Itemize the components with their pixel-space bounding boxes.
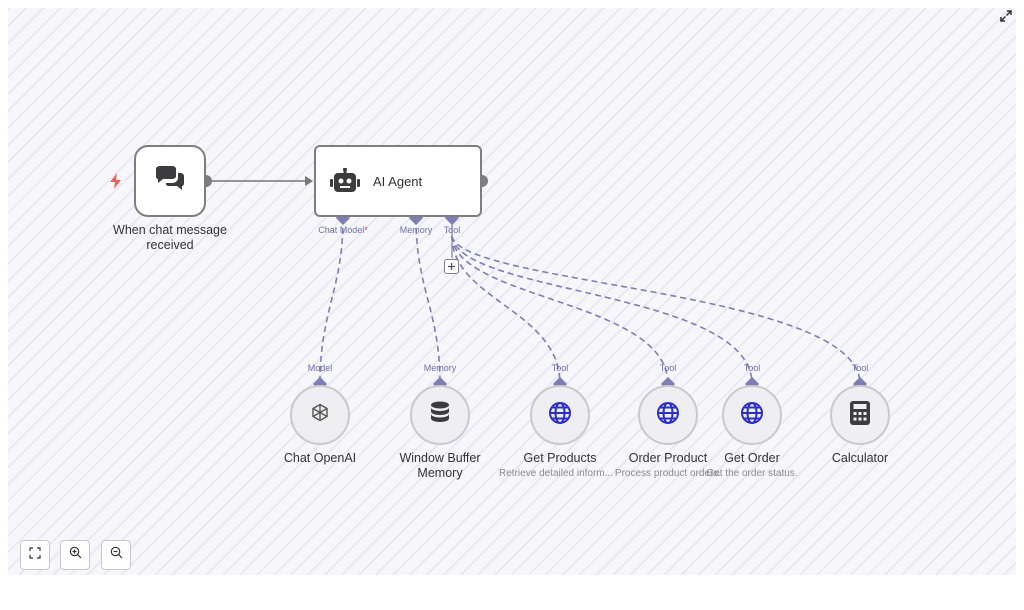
sub-node-title: Get Products: [523, 451, 597, 465]
zoom-out-icon: [110, 546, 123, 564]
fullscreen-icon[interactable]: [999, 9, 1013, 23]
ai-agent-node[interactable]: AI Agent: [314, 145, 482, 217]
globe-icon: [740, 401, 764, 430]
workflow-canvas[interactable]: [8, 8, 1016, 575]
order-product-node[interactable]: [638, 385, 698, 445]
trigger-bolt-icon: [109, 173, 123, 189]
sub-node-subtitle: Process product orders.: [614, 468, 722, 479]
sub-node-port-label: Tool: [551, 363, 569, 373]
calculator-icon: [850, 400, 870, 430]
chat-model-port-label: Chat Model*: [318, 225, 368, 235]
window-buffer-memory-node[interactable]: [410, 385, 470, 445]
sub-node-port-label: Tool: [851, 363, 869, 373]
database-icon: [430, 401, 450, 430]
calculator-node[interactable]: [830, 385, 890, 445]
zoom-out-button[interactable]: [101, 540, 131, 570]
tool-port-label: Tool: [443, 225, 461, 235]
add-tool-button[interactable]: [444, 259, 459, 274]
chat-openai-node[interactable]: [290, 385, 350, 445]
sub-node-title: Window Buffer Memory: [399, 451, 481, 480]
fit-view-icon: [29, 546, 41, 564]
sub-node-port-label: Tool: [659, 363, 677, 373]
sub-node-title: Chat OpenAI: [283, 451, 357, 465]
fit-view-button[interactable]: [20, 540, 50, 570]
trigger-node-title: When chat message received: [113, 223, 227, 252]
sub-node-title: Get Order: [724, 451, 780, 465]
sub-node-title: Order Product: [628, 451, 708, 465]
zoom-in-button[interactable]: [60, 540, 90, 570]
robot-icon: [330, 168, 360, 194]
chat-bubbles-icon: [154, 165, 186, 198]
openai-icon: [308, 401, 332, 430]
sub-node-port-label: Tool: [743, 363, 761, 373]
ai-agent-title: AI Agent: [373, 173, 423, 189]
zoom-in-icon: [69, 546, 82, 564]
globe-icon: [656, 401, 680, 430]
memory-port-label: Memory: [399, 225, 433, 235]
sub-node-title: Calculator: [831, 451, 889, 465]
globe-icon: [548, 401, 572, 430]
get-order-node[interactable]: [722, 385, 782, 445]
sub-node-subtitle: Retrieve detailed inform...: [499, 468, 613, 479]
sub-node-port-label: Model: [307, 363, 333, 373]
sub-node-port-label: Memory: [423, 363, 457, 373]
get-products-node[interactable]: [530, 385, 590, 445]
trigger-node[interactable]: [134, 145, 206, 217]
sub-node-subtitle: Get the order status.: [706, 468, 798, 479]
